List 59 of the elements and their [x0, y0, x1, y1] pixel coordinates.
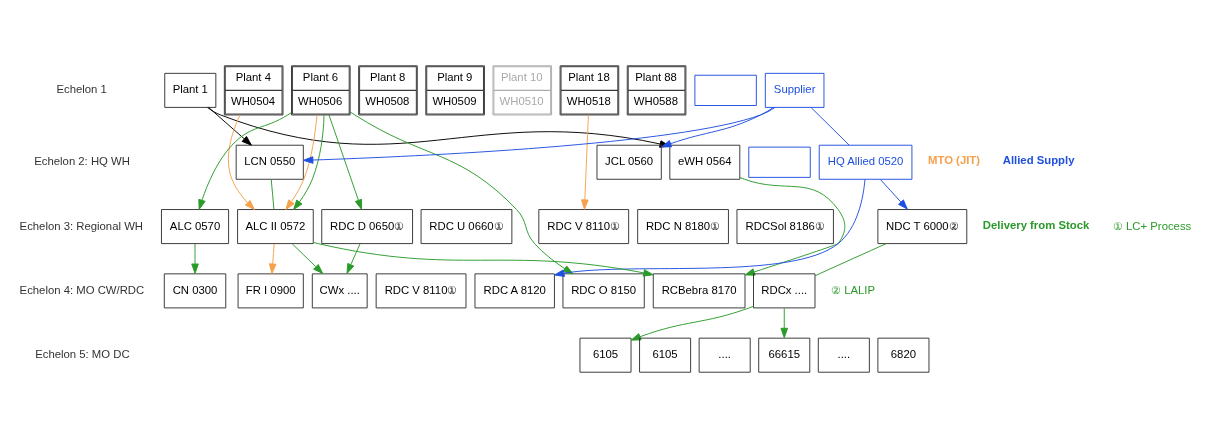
node-box: HQ Allied 0520 — [818, 144, 913, 180]
label: MTO (JIT) — [928, 153, 981, 166]
label: ① LC+ Process — [1112, 219, 1192, 231]
arrow — [780, 307, 789, 338]
node-box: Supplier — [764, 72, 825, 108]
label: Echelon 5: MO DC — [35, 347, 130, 360]
arrow — [268, 242, 277, 274]
arrow — [302, 106, 776, 164]
label: Allied Supply — [1002, 153, 1075, 166]
node-box: RCBebra 8170 — [652, 272, 746, 308]
node-box: Plant 1 — [164, 72, 217, 108]
arrow — [880, 178, 908, 210]
label: Echelon 1 — [56, 82, 107, 95]
node-box: ALC II 0572 — [237, 208, 314, 244]
node-box: RDCSol 8186① — [736, 208, 834, 244]
arrow — [191, 242, 199, 274]
node-box: 6105 — [639, 337, 692, 373]
connector — [814, 242, 887, 276]
node-box: RDC O 8150 — [562, 272, 645, 308]
node-box: RDC A 8120 — [474, 272, 555, 308]
node-box: RDC N 8180① — [637, 208, 729, 244]
node-box: 6820 — [877, 337, 930, 373]
label: Delivery from Stock — [982, 218, 1090, 231]
arrow — [198, 111, 292, 210]
node-box: LCN 0550 — [235, 144, 304, 180]
arrow — [291, 242, 324, 274]
arrow — [739, 176, 846, 276]
node-box: .... — [698, 337, 751, 373]
node-box: CWx .... — [311, 272, 368, 308]
node-box — [748, 146, 811, 178]
node-box: NDC T 6000② — [877, 208, 968, 244]
connector — [810, 106, 850, 146]
node-box: JCL 0560 — [596, 144, 662, 180]
node-box: RDC V 8110① — [538, 208, 630, 244]
node-box: RDC D 0650① — [321, 208, 414, 244]
node-box: FR I 0900 — [237, 272, 304, 308]
arrow — [630, 305, 754, 341]
node-box: 66615 — [758, 337, 811, 373]
node-box: RDC U 0660① — [420, 208, 513, 244]
label: Echelon 4: MO CW/RDC — [19, 283, 145, 296]
arrow — [328, 114, 363, 210]
node-box: 6105 — [579, 337, 632, 373]
arrow — [208, 106, 252, 146]
node-box: RDCx .... — [753, 272, 816, 308]
node-box: ALC 0570 — [160, 208, 230, 244]
node-box — [694, 74, 757, 106]
arrow — [285, 114, 318, 210]
connector — [270, 178, 275, 210]
label: ② LALIP — [831, 283, 876, 296]
arrow — [346, 242, 361, 274]
node-box: eWH 0564 — [669, 144, 741, 180]
arrow — [227, 114, 255, 210]
arrow — [581, 114, 589, 210]
node-box: RDC V 8110① — [375, 272, 467, 308]
node-box: .... — [817, 337, 870, 373]
label: Echelon 3: Regional WH — [19, 219, 144, 231]
node-box: CN 0300 — [163, 272, 227, 308]
label: Echelon 2: HQ WH — [34, 154, 130, 167]
arrow — [293, 114, 325, 210]
